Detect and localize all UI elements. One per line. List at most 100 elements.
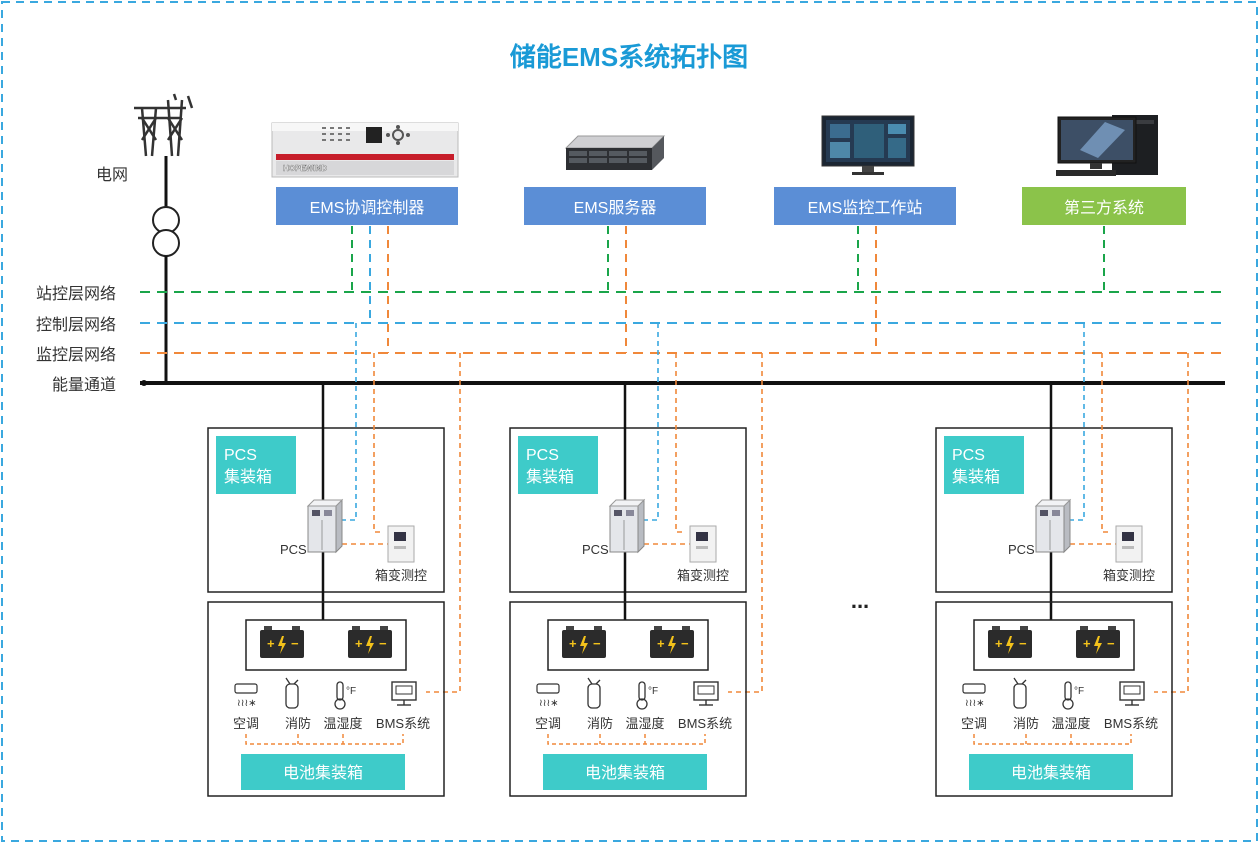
- ems-controller-device-icon: HOPEWIND: [271, 122, 459, 178]
- svg-text:−: −: [379, 636, 387, 651]
- svg-text:°F: °F: [648, 686, 658, 697]
- svg-text:+: +: [569, 636, 577, 651]
- ems-server-label: EMS服务器: [574, 199, 657, 217]
- svg-text:+: +: [355, 636, 363, 651]
- box-monitor-link: [1101, 353, 1112, 533]
- battery-container-frame: [509, 601, 747, 797]
- box-monitor-label: 箱变测控: [677, 568, 729, 583]
- air-conditioner-icon: ≀≀≀∗: [536, 683, 560, 709]
- svg-text:−: −: [1107, 636, 1115, 651]
- third-party-computer-icon: [1056, 115, 1158, 176]
- svg-text:°F: °F: [1074, 686, 1084, 697]
- more-units-ellipsis: ...: [851, 588, 869, 613]
- pcs-control-link: [644, 323, 659, 521]
- fire-extinguisher-icon: [1013, 677, 1027, 709]
- aux-label: 空调: [535, 716, 561, 731]
- battery-container-label: 电池集装箱: [585, 764, 665, 782]
- pcs-label: PCS: [582, 542, 609, 557]
- air-conditioner-icon: ≀≀≀∗: [962, 683, 986, 709]
- aux-label: 温湿度: [323, 716, 362, 731]
- aux-label: BMS系统: [678, 716, 732, 731]
- ems-controller-label: EMS协调控制器: [310, 199, 425, 217]
- svg-text:+: +: [1083, 636, 1091, 651]
- battery-container-tag: [543, 754, 707, 790]
- pcs-cabinet-icon: [608, 498, 646, 554]
- svg-text:≀≀≀∗: ≀≀≀∗: [965, 698, 985, 709]
- bms-monitor-link: [426, 353, 461, 693]
- battery-icon: +−: [1076, 626, 1120, 658]
- diagram-title: 储能EMS系统拓扑图: [510, 42, 748, 72]
- pcs-container-tag: [518, 436, 598, 494]
- fire-extinguisher-icon: [587, 677, 601, 709]
- battery-icon: +−: [260, 626, 304, 658]
- box-monitor-label: 箱变测控: [1103, 568, 1155, 583]
- ems-workstation-label: EMS监控工作站: [808, 199, 923, 217]
- aux-link-bus: [245, 734, 404, 745]
- thermometer-icon: °F: [334, 681, 356, 710]
- third-party-label: 第三方系统: [1064, 199, 1144, 217]
- box-monitor-device-icon: [689, 525, 717, 563]
- aux-label: 温湿度: [1051, 716, 1090, 731]
- box-monitor-link: [675, 353, 686, 533]
- battery-container-frame: [935, 601, 1173, 797]
- aux-link-bus: [973, 734, 1132, 745]
- thermometer-icon: °F: [1062, 681, 1084, 710]
- aux-label: BMS系统: [376, 716, 430, 731]
- battery-container-frame: [207, 601, 445, 797]
- box-monitor-device-icon: [387, 525, 415, 563]
- pcs-container-tag-line2: 集装箱: [952, 468, 1000, 486]
- network-label-monitor: 监控层网络: [36, 345, 116, 364]
- pcs-container-tag-line1: PCS: [526, 447, 559, 464]
- battery-icon: +−: [562, 626, 606, 658]
- aux-link-bus: [547, 734, 706, 745]
- network-label-control: 控制层网络: [36, 315, 116, 334]
- network-label-energy: 能量通道: [52, 376, 116, 394]
- bms-system-icon: [391, 681, 417, 706]
- pcs-cabinet-icon: [306, 498, 344, 554]
- aux-label: 空调: [233, 716, 259, 731]
- battery-container-tag: [241, 754, 405, 790]
- bms-system-icon: [693, 681, 719, 706]
- aux-label: 温湿度: [625, 716, 664, 731]
- svg-text:°F: °F: [346, 686, 356, 697]
- pcs-container-tag: [944, 436, 1024, 494]
- network-label-station: 站控层网络: [36, 284, 116, 303]
- pcs-control-link: [1070, 323, 1085, 521]
- energy-bus-start-dot: [141, 380, 147, 386]
- grid-label: 电网: [96, 166, 128, 184]
- pcs-container-frame: [935, 427, 1173, 593]
- fire-extinguisher-icon: [285, 677, 299, 709]
- battery-container-label: 电池集装箱: [1011, 764, 1091, 782]
- pcs-container-tag-line1: PCS: [952, 447, 985, 464]
- svg-text:≀≀≀∗: ≀≀≀∗: [237, 698, 257, 709]
- bms-system-icon: [1119, 681, 1145, 706]
- svg-text:−: −: [593, 636, 601, 651]
- ems-server-box[interactable]: [524, 187, 706, 225]
- box-monitor-device-icon: [1115, 525, 1143, 563]
- pcs-container-frame: [509, 427, 747, 593]
- top-device-network-connections: [351, 226, 1105, 353]
- thermometer-icon: °F: [636, 681, 658, 710]
- ems-workstation-box[interactable]: [774, 187, 956, 225]
- svg-text:−: −: [681, 636, 689, 651]
- svg-text:+: +: [995, 636, 1003, 651]
- ems-controller-box[interactable]: [276, 187, 458, 225]
- aux-label: 消防: [587, 716, 613, 731]
- transformer-icon-lower: [152, 229, 180, 257]
- pcs-control-link: [342, 323, 357, 521]
- controller-brand-text: HOPEWIND: [283, 164, 327, 173]
- third-party-box[interactable]: [1022, 187, 1186, 225]
- svg-text:−: −: [1019, 636, 1027, 651]
- pcs-container-tag-line2: 集装箱: [224, 468, 272, 486]
- box-monitor-label: 箱变测控: [375, 568, 427, 583]
- bms-monitor-link: [728, 353, 763, 693]
- aux-label: 空调: [961, 716, 987, 731]
- svg-text:−: −: [291, 636, 299, 651]
- pcs-container-tag-line2: 集装箱: [526, 468, 574, 486]
- pcs-container-frame: [207, 427, 445, 593]
